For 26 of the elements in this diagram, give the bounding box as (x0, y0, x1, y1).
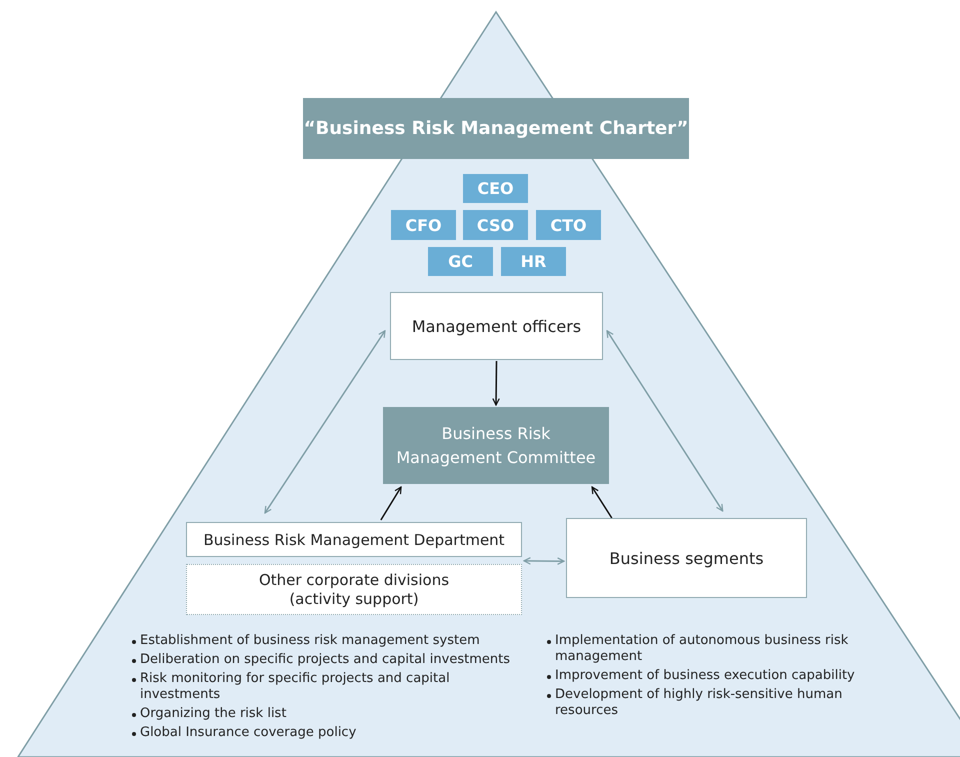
process-box: Business Risk Management Department (186, 522, 522, 557)
bullet-item: Risk monitoring for specific projects and capital investments (140, 671, 450, 702)
bullet-item: Implementation of autonomous business risk management (555, 633, 848, 664)
arrow (492, 361, 500, 406)
process-box: Business segments (566, 518, 807, 598)
bullet-item: Deliberation on specific projects and capital investments (140, 652, 510, 667)
officer-box: HR (501, 247, 566, 276)
bullet-item: Global Insurance coverage policy (140, 725, 356, 740)
arrow (264, 330, 386, 514)
officer-box: CTO (536, 210, 601, 240)
committee-box: Business Risk Management Committee (383, 407, 609, 484)
arrow (606, 330, 724, 512)
process-box: Management officers (390, 292, 603, 360)
arrow (523, 557, 565, 565)
charter-banner: “Business Risk Management Charter” (303, 98, 689, 159)
officer-box: GC (428, 247, 493, 276)
arrow (591, 486, 612, 518)
officer-box: CEO (463, 174, 528, 203)
dotted-box: Other corporate divisions (activity support) (186, 564, 522, 615)
bullet-item: Improvement of business execution capability (555, 668, 855, 683)
officer-box: CFO (391, 210, 456, 240)
arrow (380, 486, 402, 520)
bullet-item: Development of highly risk-sensitive human resources (555, 687, 842, 718)
bullet-item: Establishment of business risk management system (140, 633, 480, 648)
bullet-item: Organizing the risk list (140, 706, 286, 721)
officer-box: CSO (463, 210, 528, 240)
